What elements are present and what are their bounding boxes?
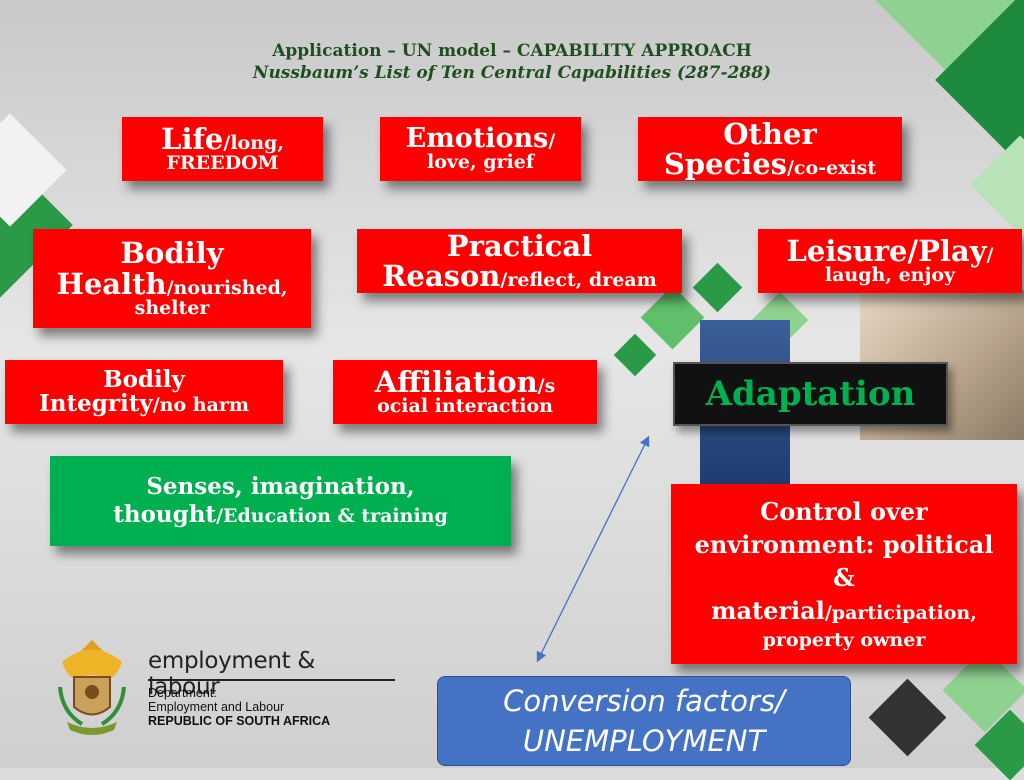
other-species-sub: /co-exist	[786, 157, 877, 179]
brand-name: employment & labour	[148, 648, 316, 700]
dept-line1: Department:	[148, 686, 217, 700]
coat-of-arms-icon	[58, 640, 126, 735]
control-main: material	[711, 596, 825, 625]
life-sub2: FREEDOM	[166, 152, 279, 175]
bodily-health-sub: /nourished,	[166, 276, 288, 299]
bodily-health-main2: Health	[56, 266, 167, 301]
control-line2: environment: political	[694, 529, 994, 559]
capability-senses: Senses, imagination, thought/Education &…	[50, 456, 511, 546]
senses-sub: /Education & training	[216, 505, 448, 527]
leisure-play-main: Leisure/Play	[786, 233, 987, 268]
slide-title: Application – UN model – CAPABILITY APPR…	[0, 40, 1024, 84]
capability-leisure-play: Leisure/Play/ laugh, enjoy	[758, 229, 1022, 293]
practical-reason-sub: /reflect, dream	[500, 269, 657, 291]
title-line-1: Application – UN model – CAPABILITY APPR…	[272, 41, 752, 61]
dept-line2: Employment and Labour	[148, 700, 285, 714]
conversion-line2: UNEMPLOYMENT	[522, 724, 766, 758]
control-sub: /participation,	[824, 602, 977, 624]
title-line-2: Nussbaum’s List of Ten Central Capabilit…	[252, 63, 772, 83]
practical-reason-main2: Reason	[382, 259, 501, 293]
capability-control: Control over environment: political & ma…	[671, 484, 1017, 664]
leisure-play-sub2: laugh, enjoy	[824, 264, 956, 287]
conversion-factors-box: Conversion factors/ UNEMPLOYMENT	[437, 676, 851, 766]
bodily-integrity-sub: /no harm	[152, 394, 249, 416]
bodily-health-main: Bodily	[120, 236, 224, 271]
capability-bodily-integrity: Bodily Integrity/no harm	[5, 360, 283, 424]
capability-practical-reason: Practical Reason/reflect, dream	[357, 229, 682, 293]
control-sub2: property owner	[762, 629, 926, 652]
capability-emotions: Emotions/ love, grief	[380, 117, 581, 181]
senses-main2: thought	[113, 501, 217, 528]
leisure-play-sub: /	[986, 243, 994, 266]
dept-line3: REPUBLIC OF SOUTH AFRICA	[148, 714, 331, 728]
capability-life: Life/long, FREEDOM	[122, 117, 323, 181]
bodily-health-sub2: shelter	[134, 296, 210, 319]
conversion-line1: Conversion factors/	[503, 684, 785, 718]
emotions-main: Emotions	[405, 122, 549, 154]
affiliation-main: Affiliation	[374, 364, 538, 399]
brand-divider	[148, 679, 395, 681]
capability-other-species: Other Species/co-exist	[638, 117, 902, 181]
department-logo: employment & labour Department: Employme…	[52, 632, 395, 737]
adaptation-label: Adaptation	[673, 362, 948, 426]
other-species-main: Other	[723, 116, 817, 151]
control-line1: Control over	[760, 496, 928, 526]
practical-reason-main: Practical	[446, 228, 593, 263]
emotions-sub: /	[548, 129, 556, 152]
bodily-integrity-main2: Integrity	[39, 390, 153, 417]
life-sub: /long,	[223, 131, 284, 154]
bodily-integrity-main: Bodily	[103, 365, 185, 393]
affiliation-sub2: ocial interaction	[377, 395, 553, 418]
affiliation-sub: /s	[537, 374, 556, 397]
capability-affiliation: Affiliation/s ocial interaction	[333, 360, 597, 424]
other-species-main2: Species	[663, 147, 787, 181]
emotions-sub2: love, grief	[426, 151, 535, 174]
capability-bodily-health: Bodily Health/nourished, shelter	[33, 229, 311, 328]
control-line3: &	[833, 562, 855, 592]
department-text: Department: Employment and Labour REPUBL…	[148, 686, 330, 728]
senses-main: Senses, imagination,	[146, 472, 415, 500]
life-main: Life	[161, 121, 224, 156]
